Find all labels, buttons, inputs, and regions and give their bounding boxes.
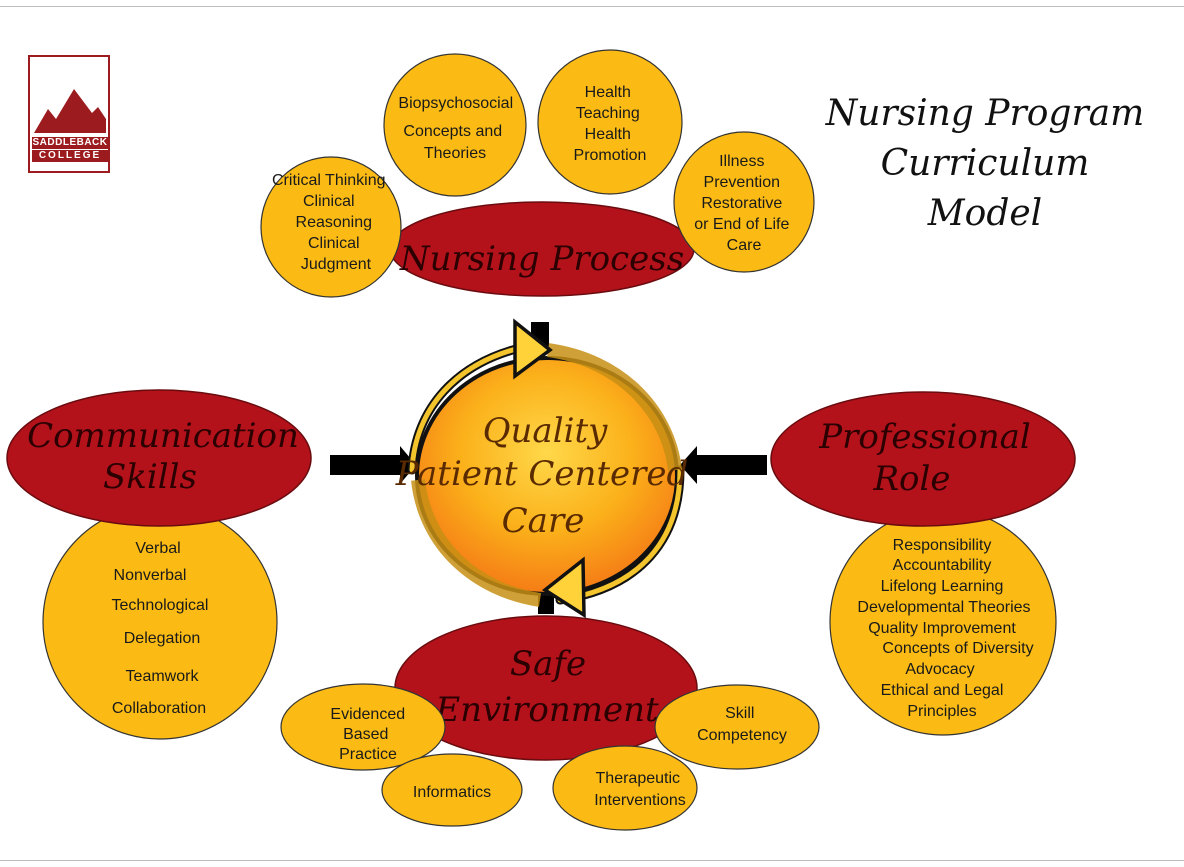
communication-item: Verbal	[135, 540, 180, 557]
health-teaching-text: Health Teaching Health Promotion	[574, 84, 647, 164]
title-line-2: Curriculum	[881, 143, 1090, 184]
professional-item: Advocacy	[905, 661, 974, 678]
communication-item: Collaboration	[112, 700, 206, 717]
evidence-based-practice-bubble	[280, 683, 446, 771]
professional-item: Ethical and Legal	[881, 682, 1004, 699]
mountain-logo-icon	[34, 89, 106, 133]
communication-item: Teamwork	[126, 668, 200, 685]
professional-oval	[770, 391, 1076, 527]
communication-item: Technological	[112, 597, 209, 614]
communication-item: Nonverbal	[114, 567, 187, 584]
professional-item: Developmental Theories	[857, 599, 1030, 616]
arrow-bottom	[538, 592, 554, 614]
critical-thinking-text: Critical Thinking Clinical Reasoning Cli…	[272, 172, 390, 273]
skill-competency-text: Skill Competency	[697, 705, 787, 744]
critical-thinking-bubble	[260, 156, 402, 298]
professional-title-2: Role	[872, 459, 950, 499]
hub-line-1: Quality	[483, 411, 608, 451]
professional-items: Responsibility Accountability Lifelong L…	[857, 537, 1033, 720]
hub-line-2: Patient Centered	[395, 454, 689, 494]
professional-item: Accountability	[893, 557, 992, 574]
illness-prevention-bubble	[673, 131, 815, 273]
therapeutic-interventions-text: Therapeutic Interventions	[594, 770, 686, 809]
top-page-edge	[0, 6, 1184, 7]
safe-environment-group: Safe Environment Evidenced Based Practic…	[280, 615, 820, 831]
illness-prevention-text: Illness Prevention Restorative or End of…	[694, 153, 794, 254]
arrow-right	[680, 446, 767, 484]
nursing-process-title: Nursing Process	[399, 239, 684, 279]
professional-item: Lifelong Learning	[881, 578, 1004, 595]
biopsychosocial-text: Biopsychosocial Concepts and Theories	[398, 95, 517, 162]
informatics-bubble	[381, 753, 523, 827]
professional-item: Concepts of Diversity	[882, 640, 1033, 657]
safe-environment-title-1: Safe	[510, 644, 586, 684]
cycle-arrowhead-top	[513, 318, 553, 380]
nursing-process-group: Nursing Process Critical Thinking Clinic…	[260, 49, 815, 298]
professional-group: Professional Role Responsibility Account…	[770, 391, 1076, 736]
biopsychosocial-bubble	[383, 53, 527, 197]
skill-competency-bubble	[654, 684, 820, 770]
title-line-1: Nursing Program	[825, 93, 1145, 134]
hub-line-3: Care	[502, 501, 585, 541]
communication-items: Verbal Nonverbal Technological Delegatio…	[112, 540, 209, 717]
professional-title-1: Professional	[818, 417, 1031, 457]
health-teaching-bubble	[537, 49, 683, 195]
communication-item: Delegation	[124, 630, 201, 647]
communication-oval	[6, 389, 312, 527]
title-block: Nursing Program Curriculum Model	[825, 93, 1145, 234]
professional-item: Quality Improvement	[868, 620, 1016, 637]
communication-title-2: Skills	[103, 457, 197, 497]
logo-text-line-1: SADDLEBACK	[32, 137, 108, 149]
evidence-based-practice-text: Evidenced Based Practice	[330, 706, 409, 763]
safe-environment-title-2: Environment	[434, 690, 659, 730]
professional-item: Principles	[907, 703, 976, 720]
title-line-3: Model	[927, 193, 1042, 234]
cycle-arrowhead-bottom	[541, 556, 586, 619]
communication-title-1: Communication	[27, 416, 299, 456]
saddleback-logo: SADDLEBACK COLLEGE	[28, 55, 110, 173]
logo-text-line-2: COLLEGE	[32, 150, 108, 162]
communication-group: Communication Skills Verbal Nonverbal Te…	[6, 389, 312, 740]
central-hub: Quality Patient Centered Care	[395, 318, 689, 619]
professional-item: Responsibility	[893, 537, 992, 554]
bottom-page-edge	[0, 860, 1184, 861]
therapeutic-interventions-bubble	[552, 745, 698, 831]
informatics-text: Informatics	[413, 784, 491, 801]
